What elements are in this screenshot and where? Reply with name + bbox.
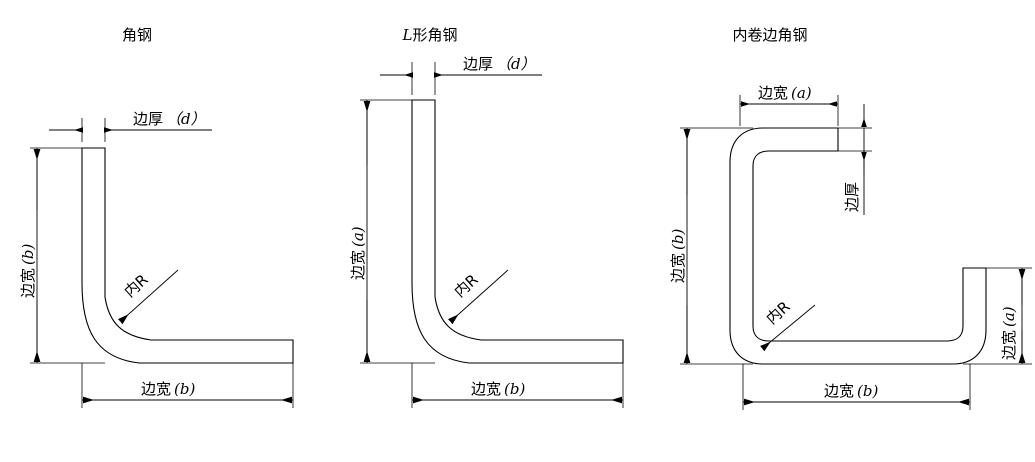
leg-vertical-symbol-2: (a) bbox=[349, 226, 367, 247]
callout-inner-radius-1: 内R bbox=[117, 269, 179, 325]
callout-inner-radius-2: 内R bbox=[447, 269, 509, 325]
thickness-label-1: 边厚 bbox=[133, 110, 163, 128]
panel-title-1: 角钢 bbox=[122, 26, 152, 44]
dimension-top-leg-3: 边宽 (a) bbox=[739, 84, 839, 126]
leg-horizontal-label-1: 边宽 bbox=[141, 380, 171, 398]
dimension-leg-horizontal-3: 边宽 (b) bbox=[742, 364, 971, 410]
inner-radius-label-2: 内R bbox=[451, 271, 482, 301]
leg-horizontal-symbol-3: (b) bbox=[857, 382, 878, 400]
profile-outline-2 bbox=[411, 99, 624, 364]
dimension-thickness-2: 边厚 （d） bbox=[380, 55, 542, 95]
inner-radius-label-3: 内R bbox=[763, 298, 794, 328]
callout-inner-radius-3: 内R bbox=[760, 298, 816, 352]
dimension-leg-horizontal-2: 边宽 (b) bbox=[411, 363, 624, 408]
leg-vertical-label-1: 边宽 bbox=[19, 268, 37, 298]
panel-title-2-prefix: L bbox=[402, 26, 413, 44]
leg-horizontal-symbol-2: (b) bbox=[504, 380, 525, 398]
panel-l-shaped-angle-steel: L形角钢 边厚 （d） 边宽 (a) bbox=[349, 26, 624, 408]
panel-inward-curled-edge-angle-steel: 内卷边角钢 边宽 (a) 边厚 bbox=[669, 26, 1032, 410]
dimension-leg-vertical-1: 边宽 (b) bbox=[19, 147, 105, 364]
leg-vertical-label-2: 边宽 bbox=[349, 250, 367, 280]
panel-title-2-rest: 形角钢 bbox=[412, 26, 457, 44]
right-leg-symbol-3: (a) bbox=[1000, 306, 1018, 327]
dimension-thickness-1: 边厚 （d） bbox=[49, 110, 212, 142]
leg-vertical-symbol-1: (b) bbox=[19, 244, 37, 265]
thickness-label-2: 边厚 bbox=[463, 55, 493, 73]
dimension-thickness-3: 边厚 bbox=[838, 104, 872, 215]
dimension-leg-vertical-3: 边宽 (b) bbox=[669, 127, 753, 365]
profile-outline-3 bbox=[729, 127, 987, 365]
profile-outline-1 bbox=[81, 147, 294, 364]
leg-horizontal-symbol-1: (b) bbox=[174, 380, 195, 398]
top-leg-symbol-3: (a) bbox=[791, 84, 812, 102]
leg-vertical-symbol-3: (b) bbox=[669, 229, 687, 250]
panel-title-3: 内卷边角钢 bbox=[732, 26, 807, 44]
dimension-leg-horizontal-1: 边宽 (b) bbox=[81, 363, 294, 408]
dimension-right-leg-3: 边宽 (a) bbox=[963, 267, 1032, 365]
inner-radius-label-1: 内R bbox=[121, 271, 152, 301]
right-leg-label-3: 边宽 bbox=[1000, 330, 1018, 360]
leg-horizontal-label-2: 边宽 bbox=[471, 380, 501, 398]
thickness-symbol-1: （d） bbox=[166, 110, 206, 128]
leg-vertical-label-3: 边宽 bbox=[669, 253, 687, 283]
thickness-symbol-2: （d） bbox=[496, 55, 536, 73]
top-leg-label-3: 边宽 bbox=[758, 84, 788, 102]
dimension-leg-vertical-2: 边宽 (a) bbox=[349, 99, 435, 364]
thickness-label-3: 边厚 bbox=[843, 182, 861, 212]
panel-angle-steel: 角钢 边厚 （d） 边宽 (b) bbox=[19, 26, 294, 408]
panel-title-2: L形角钢 bbox=[402, 26, 458, 44]
leg-horizontal-label-3: 边宽 bbox=[824, 382, 854, 400]
